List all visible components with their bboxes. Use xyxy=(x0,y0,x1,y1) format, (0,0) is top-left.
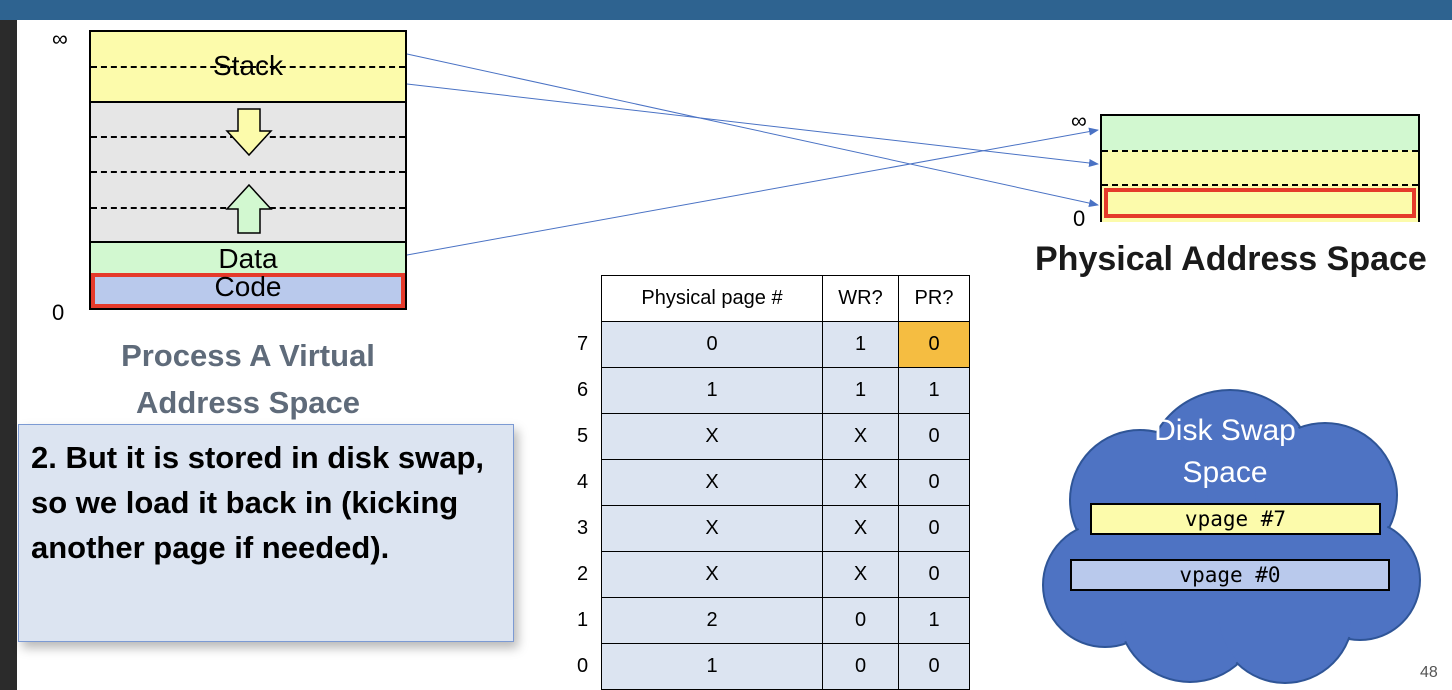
virtual-space-caption: Process A Virtual Address Space xyxy=(121,338,375,420)
title-bar xyxy=(0,0,1452,20)
physical-cell: X xyxy=(601,551,823,598)
wr-cell: X xyxy=(822,413,899,460)
physical-cell: 0 xyxy=(601,321,823,368)
column-header-physical: Physical page # xyxy=(601,275,823,322)
physical-frame-green xyxy=(1102,116,1418,150)
code-segment: Code xyxy=(91,273,405,308)
stack-to-frame-arrow xyxy=(406,83,1099,167)
data-to-frame-arrow xyxy=(406,127,1099,256)
physical-divider xyxy=(1102,184,1418,186)
free-region xyxy=(91,103,405,241)
code-label: Code xyxy=(214,271,282,302)
free-divider xyxy=(91,171,405,173)
row-index: 6 xyxy=(577,367,602,414)
slide-number: 48 xyxy=(1420,664,1438,681)
virtual-bottom-label: 0 xyxy=(52,300,65,325)
physical-top-label: ∞ xyxy=(1071,108,1087,133)
wr-cell: X xyxy=(822,459,899,506)
wr-cell: X xyxy=(822,505,899,552)
physical-cell: 2 xyxy=(601,597,823,644)
row-index: 0 xyxy=(577,643,602,690)
pr-cell: 0 xyxy=(898,413,970,460)
left-edge-bar xyxy=(0,20,17,690)
disk-swap-title: Disk Swap Space xyxy=(1154,414,1296,489)
stack-divider xyxy=(91,66,405,68)
data-label: Data xyxy=(218,243,278,274)
pr-cell-highlighted: 0 xyxy=(898,321,970,368)
stack-to-frame-arrow xyxy=(406,53,1099,207)
wr-cell: 1 xyxy=(822,321,899,368)
physical-space-caption: Physical Address Space xyxy=(1035,240,1427,278)
column-header-pr: PR? xyxy=(898,275,970,322)
stack-label: Stack xyxy=(212,50,284,81)
virtual-address-space: Stack Data Code xyxy=(89,30,407,310)
row-index: 2 xyxy=(577,551,602,598)
stack-segment: Stack xyxy=(91,32,405,103)
index-header xyxy=(577,275,602,322)
step-note: 2. But it is stored in disk swap, so we … xyxy=(18,424,514,642)
physical-cell: X xyxy=(601,459,823,506)
physical-cell: 1 xyxy=(601,367,823,414)
physical-frame-highlighted xyxy=(1104,188,1416,218)
pr-cell: 1 xyxy=(898,367,970,414)
pr-cell: 1 xyxy=(898,597,970,644)
wr-cell: 0 xyxy=(822,597,899,644)
column-header-wr: WR? xyxy=(822,275,899,322)
pr-cell: 0 xyxy=(898,551,970,598)
wr-cell: X xyxy=(822,551,899,598)
wr-cell: 0 xyxy=(822,643,899,690)
row-index: 4 xyxy=(577,459,602,506)
pr-cell: 0 xyxy=(898,643,970,690)
data-segment: Data xyxy=(91,241,405,273)
swapped-page-0: vpage #0 xyxy=(1070,559,1390,591)
pr-cell: 0 xyxy=(898,505,970,552)
page-table-header: Physical page # WR? PR? xyxy=(577,275,970,322)
stack-growth-arrow-icon xyxy=(225,108,273,157)
physical-cell: 1 xyxy=(601,643,823,690)
pr-cell: 0 xyxy=(898,459,970,506)
swapped-page-7: vpage #7 xyxy=(1090,503,1381,535)
physical-divider xyxy=(1102,150,1418,152)
physical-cell: X xyxy=(601,505,823,552)
physical-bottom-label: 0 xyxy=(1073,206,1086,231)
physical-cell: X xyxy=(601,413,823,460)
heap-growth-arrow-icon xyxy=(225,183,273,234)
physical-address-space xyxy=(1100,114,1420,222)
virtual-top-label: ∞ xyxy=(52,26,68,51)
